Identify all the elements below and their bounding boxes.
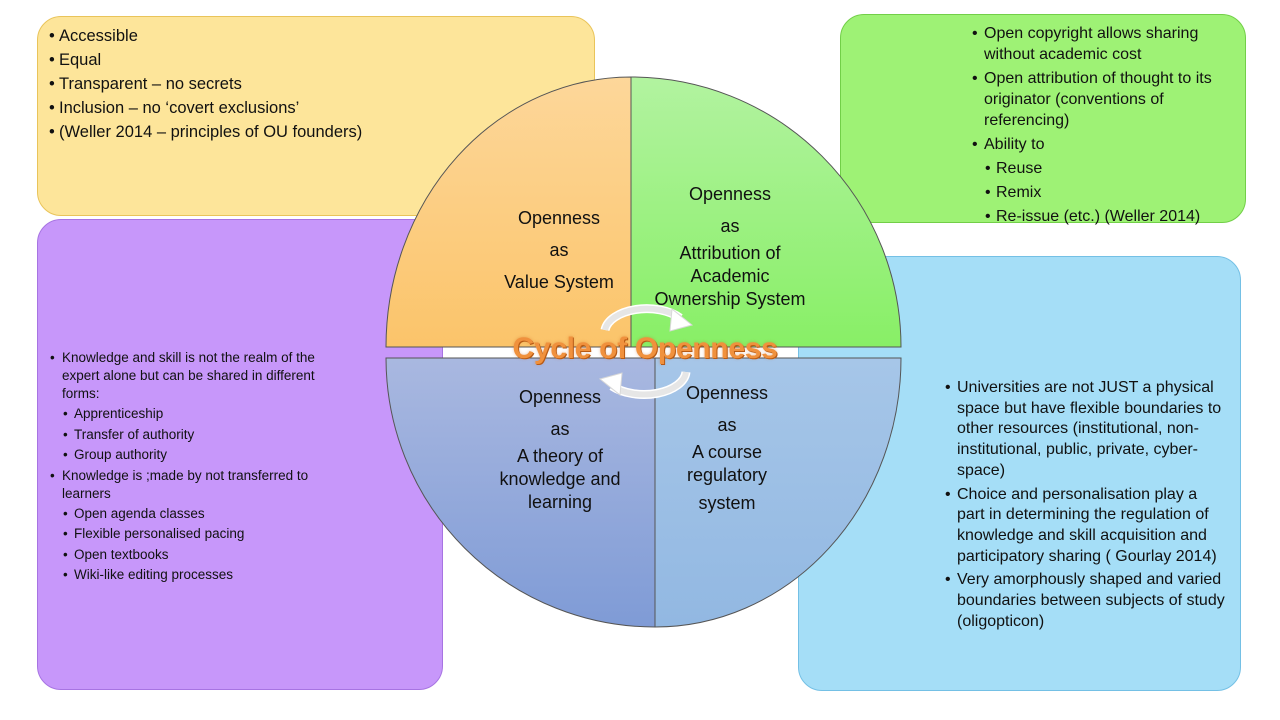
attribution-quadrant <box>630 76 902 348</box>
quadrant-line: Value System <box>504 272 614 292</box>
quadrant-line: system <box>698 493 756 513</box>
quadrant-line: as <box>717 415 737 435</box>
sub-list: Open agenda classes Flexible personalise… <box>62 505 330 585</box>
quadrant-line: Openness <box>685 383 769 403</box>
sub-list-item: Wiki-like editing processes <box>62 566 330 584</box>
cycle-arrows-icon <box>598 304 694 400</box>
sub-list-item: Open agenda classes <box>62 505 330 523</box>
theory-label: Openness as A theory of knowledge and le… <box>482 381 638 514</box>
sub-list: Reuse Remix Re-issue (etc.) (Weller 2014… <box>984 158 1234 227</box>
knowledge-learning-list: Knowledge and skill is not the realm of … <box>50 349 330 587</box>
quadrant-line: as <box>550 419 570 439</box>
sub-list-item: Transfer of authority <box>62 426 330 444</box>
list-item: Knowledge and skill is not the realm of … <box>50 349 330 464</box>
quadrant-line: Ownership System <box>654 289 806 309</box>
quadrant-line: learning <box>527 492 593 512</box>
list-item: Inclusion – no ‘covert exclusions’ <box>49 96 362 120</box>
quadrant-line: A theory of <box>516 446 604 466</box>
sub-list-item: Open textbooks <box>62 546 330 564</box>
list-item: (Weller 2014 – principles of OU founders… <box>49 120 362 144</box>
quadrant-line: Openness <box>518 387 602 407</box>
list-item: Transparent – no secrets <box>49 72 362 96</box>
list-item: Open attribution of thought to its origi… <box>972 68 1234 131</box>
quadrant-line: as <box>720 216 740 236</box>
quadrant-line: Openness <box>517 208 601 228</box>
sub-list: Apprenticeship Transfer of authority Gro… <box>62 405 330 464</box>
value-system-quadrant <box>385 76 632 348</box>
quadrant-line: Openness <box>688 184 772 204</box>
course-quadrant <box>654 357 902 628</box>
quadrant-line: regulatory <box>686 465 768 485</box>
value-system-label: Openness as Value System <box>484 202 634 298</box>
quadrant-line: Academic <box>690 266 770 286</box>
attribution-label: Openness as Attribution of Academic Owne… <box>648 178 812 311</box>
attribution-list: Open copyright allows sharing without ac… <box>972 23 1234 230</box>
sub-list-item: Reuse <box>984 158 1234 179</box>
list-item: Universities are not JUST a physical spa… <box>945 378 1227 482</box>
cycle-title: Cycle of Openness <box>512 332 778 365</box>
quadrant-line: as <box>549 240 569 260</box>
sub-list-item: Group authority <box>62 446 330 464</box>
list-item: Ability to Reuse Remix Re-issue (etc.) (… <box>972 134 1234 227</box>
quadrant-line: Attribution of <box>679 243 781 263</box>
course-label: Openness as A course regulatory system <box>660 377 794 519</box>
regulatory-system-list: Universities are not JUST a physical spa… <box>945 378 1227 635</box>
list-item: Equal <box>49 48 362 72</box>
list-item: Accessible <box>49 24 362 48</box>
sub-list-item: Flexible personalised pacing <box>62 525 330 543</box>
list-item-label: Knowledge and skill is not the realm of … <box>62 350 315 401</box>
quadrant-line: A course <box>691 442 763 462</box>
sub-list-item: Apprenticeship <box>62 405 330 423</box>
list-item: Very amorphously shaped and varied bound… <box>945 570 1227 632</box>
list-item: Choice and personalisation play a part i… <box>945 485 1227 568</box>
quadrant-line: knowledge and <box>499 469 621 489</box>
sub-list-item: Re-issue (etc.) (Weller 2014) <box>984 206 1234 227</box>
sub-list-item: Remix <box>984 182 1234 203</box>
list-item-label: Knowledge is ;made by not transferred to… <box>62 467 309 501</box>
theory-quadrant <box>385 357 656 628</box>
list-item: Knowledge is ;made by not transferred to… <box>50 467 330 585</box>
value-system-list: Accessible Equal Transparent – no secret… <box>49 24 362 144</box>
list-item: Open copyright allows sharing without ac… <box>972 23 1234 65</box>
list-item-label: Ability to <box>984 136 1045 153</box>
